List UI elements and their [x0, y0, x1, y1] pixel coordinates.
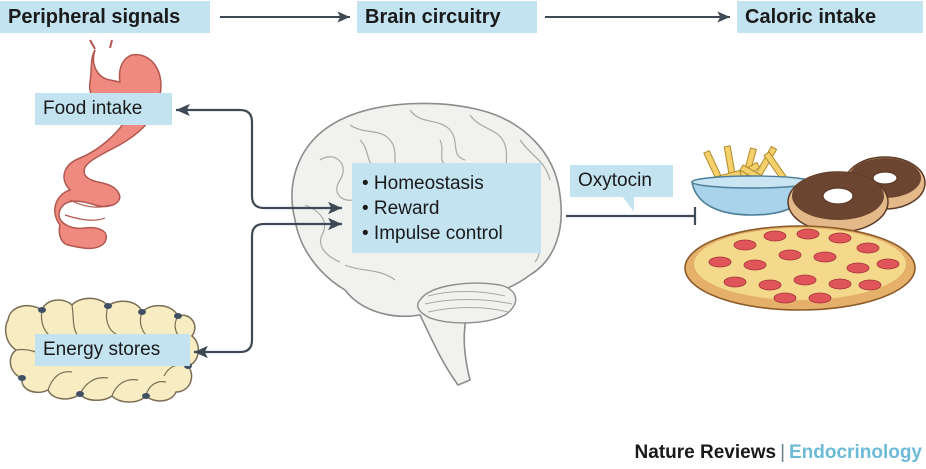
brain-function-homeostasis: • Homeostasis — [362, 172, 484, 194]
label-energy-stores: Energy stores — [35, 334, 190, 366]
credit-section: Endocrinology — [789, 442, 922, 463]
arrow-food-brain — [176, 103, 342, 215]
credit-journal: Nature Reviews — [634, 442, 777, 463]
header-peripheral-signals: Peripheral signals — [0, 1, 210, 33]
fries-bowl-icon — [691, 145, 813, 216]
label-oxytocin: Oxytocin — [570, 165, 673, 197]
brain-function-impulse-control: • Impulse control — [362, 222, 503, 244]
credit-separator: | — [780, 442, 785, 463]
oxytocin-callout-pointer — [622, 196, 634, 212]
donut-icon — [787, 156, 926, 233]
credit-line: Nature Reviews|Endocrinology — [635, 442, 922, 464]
pizza-icon — [684, 225, 916, 311]
arrow-energy-brain — [194, 217, 342, 359]
label-food-intake: Food intake — [35, 93, 172, 125]
brain-functions-box: • Homeostasis • Reward • Impulse control — [352, 163, 541, 253]
header-brain-circuitry: Brain circuitry — [357, 1, 537, 33]
signal-arrows — [176, 103, 697, 359]
stomach-intestine-icon — [54, 39, 162, 250]
header-caloric-intake: Caloric intake — [737, 1, 923, 33]
brain-function-reward: • Reward — [362, 197, 440, 219]
